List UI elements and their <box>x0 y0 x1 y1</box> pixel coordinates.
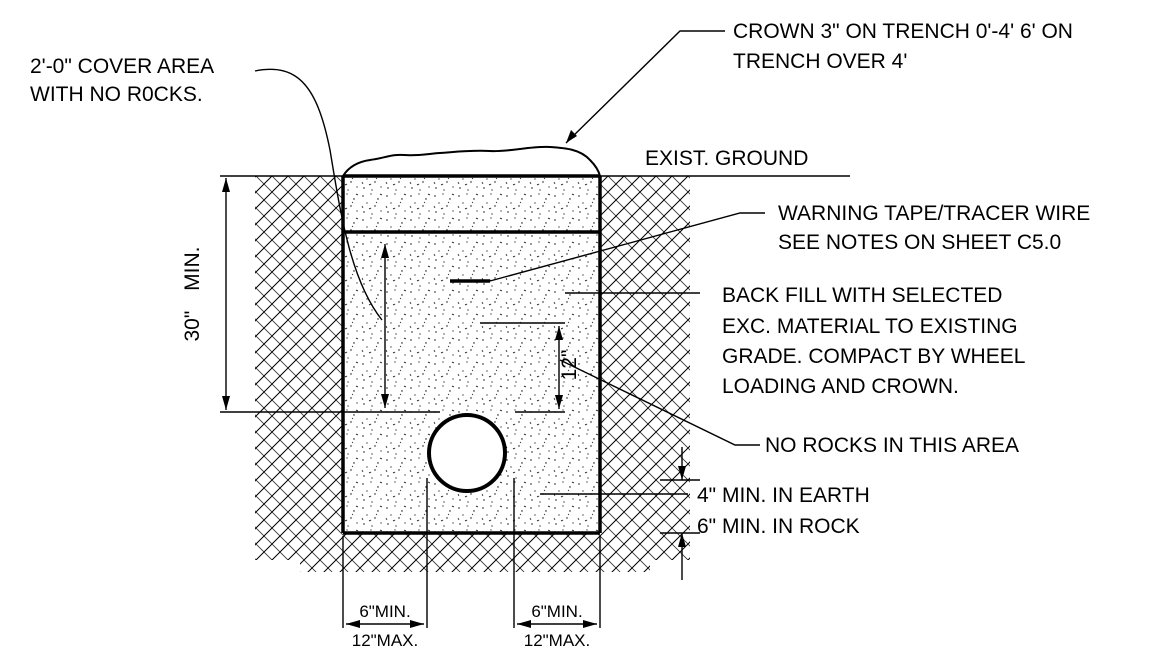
depth-suffix: MIN. <box>181 247 204 291</box>
bedding-label-line2: 6" MIN. IN ROCK <box>697 515 860 538</box>
crown-mound <box>342 145 601 177</box>
left-max-label: 12"MAX. <box>352 631 419 650</box>
crown-label-line2: TRENCH OVER 4' <box>733 50 907 73</box>
right-max-label: 12"MAX. <box>524 631 591 650</box>
cover-label-line2: WITH NO R0CKS. <box>30 83 203 106</box>
svg-text:30" MIN.: 30" MIN. <box>181 247 204 342</box>
pipe <box>427 413 507 493</box>
backfill-label-line1: BACK FILL WITH SELECTED <box>722 284 1002 307</box>
bedding-dimension <box>540 447 700 580</box>
cover-label-line1: 2'-0" COVER AREA <box>30 55 214 78</box>
depth-value: 30" <box>181 311 204 342</box>
warning-label-line2: SEE NOTES ON SHEET C5.0 <box>778 231 1061 254</box>
backfill-label-line4: LOADING AND CROWN. <box>722 375 959 398</box>
exist-ground-label: EXIST. GROUND <box>645 147 808 170</box>
warning-label-line1: WARNING TAPE/TRACER WIRE <box>778 202 1090 225</box>
annotation-labels: CROWN 3" ON TRENCH 0'-4' 6' ON TRENCH OV… <box>30 20 1090 538</box>
cover-depth-dimension <box>381 244 389 408</box>
no-rocks-label: NO ROCKS IN THIS AREA <box>765 434 1019 457</box>
bottom-width-dimensions: 6"MIN. 12"MAX. 6"MIN. 12"MAX. <box>342 478 601 650</box>
leaders <box>254 30 765 446</box>
bedding-label-line1: 4" MIN. IN EARTH <box>697 484 870 507</box>
crown-label-line1: CROWN 3" ON TRENCH 0'-4' 6' ON <box>733 20 1073 43</box>
backfill-label-line2: EXC. MATERIAL TO EXISTING <box>722 315 1018 338</box>
right-min-label: 6"MIN. <box>531 602 582 621</box>
left-min-label: 6"MIN. <box>359 602 410 621</box>
backfill-label-line3: GRADE. COMPACT BY WHEEL <box>722 345 1025 368</box>
depth-dimension: 30" MIN. <box>181 175 440 413</box>
trench-outline <box>341 174 602 535</box>
